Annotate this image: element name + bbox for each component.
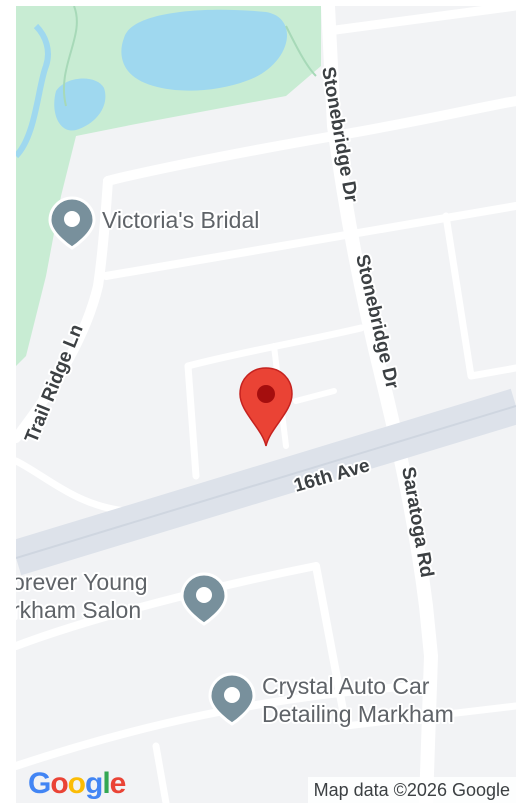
google-logo: Google [28,767,127,800]
minor-roads [16,6,516,803]
poi-label-forever-young-line2: rkham Salon [16,597,141,623]
logo-letter-e: e [109,767,127,800]
logo-letter-g-upper: G [28,767,51,800]
logo-letter-l: l [102,767,110,800]
poi-forever-young-salon[interactable]: orever Young rkham Salon [16,567,228,626]
logo-letter-g-lower: g [85,767,103,800]
place-marker-icon [48,196,96,250]
red-location-pin-icon[interactable] [239,367,293,447]
place-marker-icon [180,572,228,626]
poi-label-victorias-bridal: Victoria's Bridal [102,207,259,233]
poi-label-crystal-auto-line1: Crystal Auto Car [262,673,430,699]
poi-victorias-bridal[interactable]: Victoria's Bridal [48,196,261,250]
poi-crystal-auto[interactable]: Crystal Auto Car Detailing Markham [208,671,456,729]
place-marker-icon [208,672,256,726]
lake-large [121,9,288,91]
logo-letter-o-first: o [50,767,68,800]
park-trail [63,6,317,107]
sixteenth-ave-centerline [16,405,516,559]
creek [16,23,51,159]
map-canvas[interactable]: Stonebridge Dr Stonebridge Dr Trail Ridg… [16,6,516,803]
logo-letter-o-second: o [67,767,86,800]
stonebridge-dr-road [321,6,439,803]
map-view[interactable]: Stonebridge Dr Stonebridge Dr Trail Ridg… [16,6,516,803]
pond-small [54,78,106,131]
poi-label-crystal-auto-line2: Detailing Markham [262,701,454,727]
poi-label-forever-young-line1: orever Young [16,569,148,595]
map-attribution[interactable]: Map data ©2026 Google [307,777,516,803]
